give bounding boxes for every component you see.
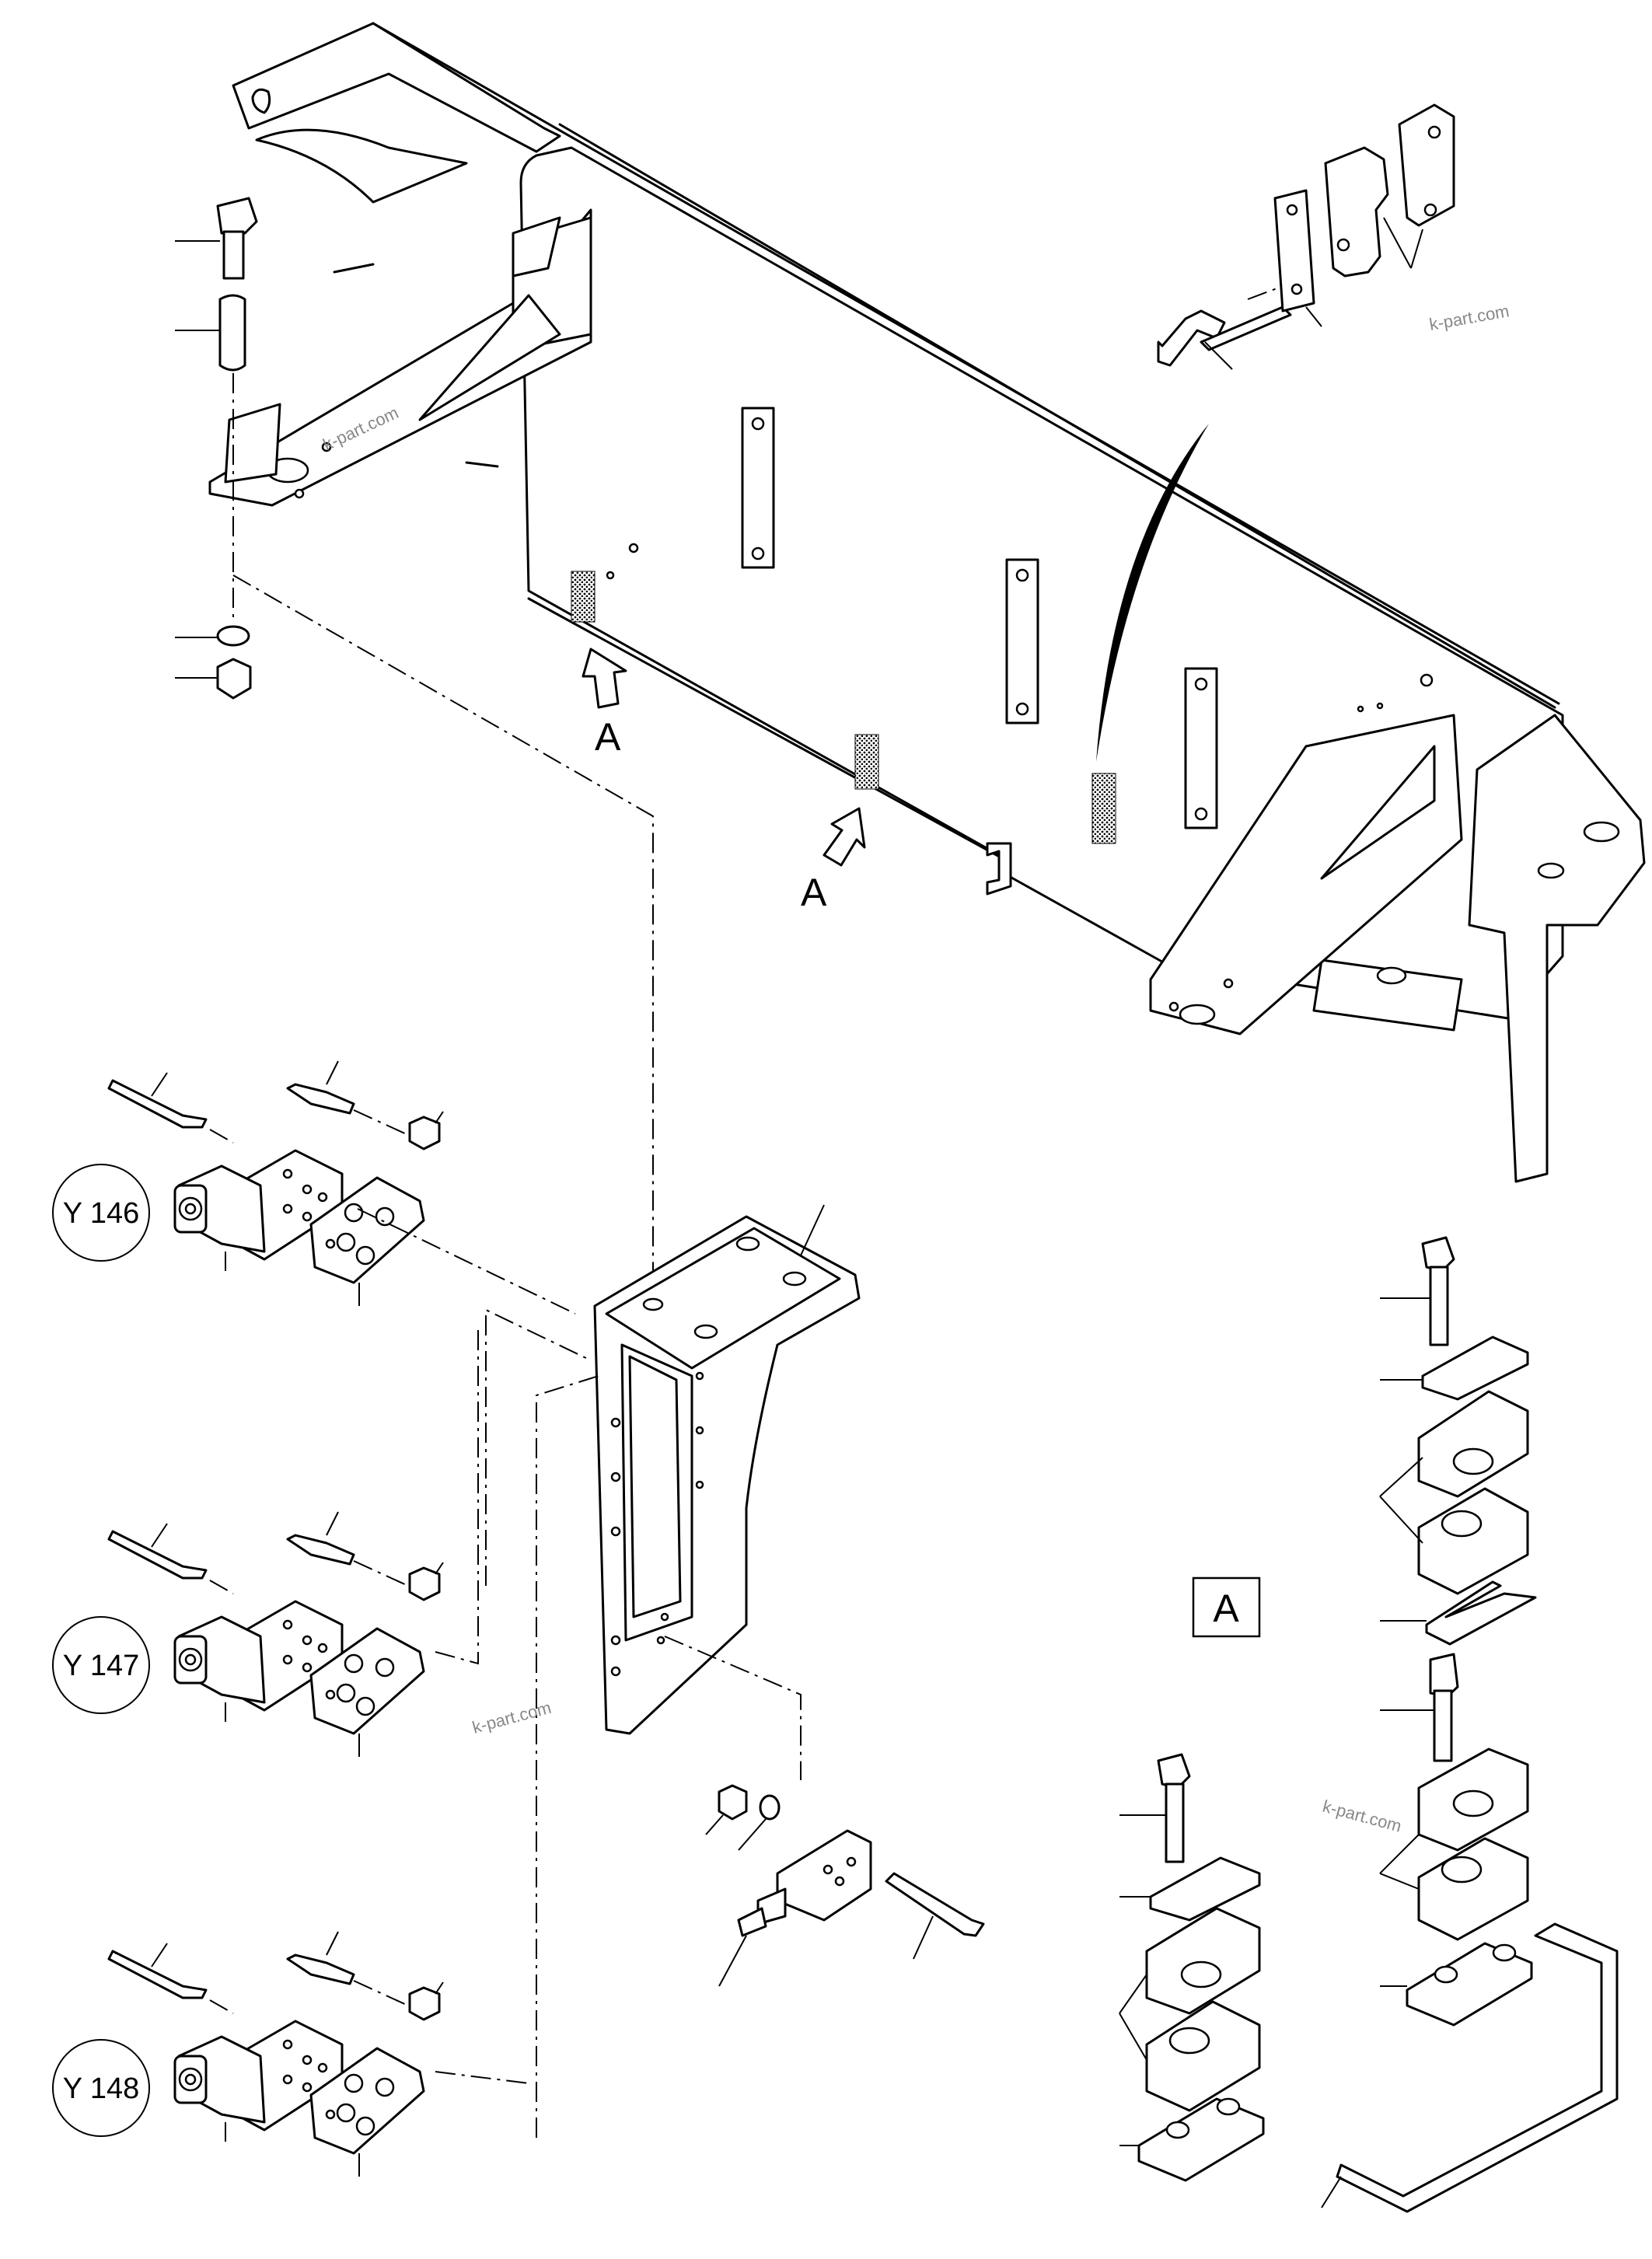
solenoid-valve — [173, 2020, 344, 2142]
solenoid-id: Y 147 — [63, 1650, 140, 1682]
solenoid-label-y147: Y 147 — [52, 1616, 150, 1714]
watermark: k-part.com — [1428, 301, 1511, 334]
solenoid-id: Y 148 — [63, 2072, 140, 2105]
bolt-stack-top-left — [175, 197, 258, 700]
weld-spot — [1091, 773, 1116, 844]
left-support-bracket — [208, 22, 592, 507]
watermark: k-part.com — [470, 1698, 554, 1737]
view-arrow-a-2: A — [801, 807, 866, 914]
weld-spot — [854, 734, 879, 790]
valve-mounting-bracket — [593, 1204, 861, 1735]
clamp-set-top-right — [1157, 103, 1455, 370]
view-arrow-label: A — [595, 715, 621, 759]
weld-spot — [571, 571, 595, 623]
l-shaped-strap — [1321, 1922, 1619, 2213]
detail-a-box: A — [1192, 1576, 1261, 1638]
valve-adapter-plate — [309, 2047, 425, 2177]
pressure-valve-assembly — [705, 1784, 985, 1987]
solenoid-valve — [173, 1600, 344, 1722]
clamp-stack-right — [1379, 1236, 1537, 2027]
solenoid-valve-group-y146 — [107, 1060, 576, 1315]
solenoid-id: Y 146 — [63, 1197, 140, 1230]
view-arrow-a-1: A — [582, 648, 627, 759]
watermark: k-part.com — [1321, 1796, 1404, 1836]
clamp-stack-center — [1119, 1753, 1265, 2182]
solenoid-valve-group-y147 — [107, 1325, 479, 1757]
valve-adapter-plate — [309, 1627, 425, 1757]
solenoid-label-y146: Y 146 — [52, 1164, 150, 1262]
frame-plate — [741, 407, 775, 569]
view-arrow-label: A — [801, 871, 827, 914]
frame-plate — [1184, 667, 1218, 829]
valve-adapter-plate — [309, 1176, 425, 1306]
solenoid-label-y148: Y 148 — [52, 2039, 150, 2137]
detail-label: A — [1213, 1587, 1239, 1630]
frame-plate — [1005, 558, 1039, 724]
right-support-bracket — [1149, 714, 1646, 1183]
solenoid-valve-group-y148 — [107, 1931, 529, 2177]
